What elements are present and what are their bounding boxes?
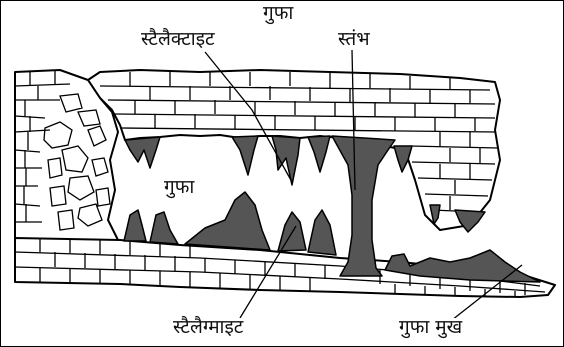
stalagmite-5 (308, 210, 336, 255)
pillar (332, 136, 395, 276)
stalactite-4 (308, 136, 330, 172)
label-pillar: स्तंभ (337, 30, 371, 49)
stalagmite-3 (185, 192, 270, 250)
stalagmite-1 (124, 210, 146, 241)
label-cave-mouth: गुफा मुख (398, 318, 463, 337)
stalactite-2 (232, 136, 258, 175)
stalactite-1 (125, 137, 160, 168)
label-stalactite: स्टैलैक्टाइट (140, 30, 216, 49)
label-cave-top: गुफा (262, 4, 294, 23)
label-stalagmite: स्टैलैग्माइट (172, 318, 244, 337)
stalagmite-2 (150, 212, 178, 244)
stalactite-7 (455, 210, 485, 232)
label-cave-inner: गुफा (163, 178, 195, 197)
stalactite-3 (272, 136, 300, 185)
